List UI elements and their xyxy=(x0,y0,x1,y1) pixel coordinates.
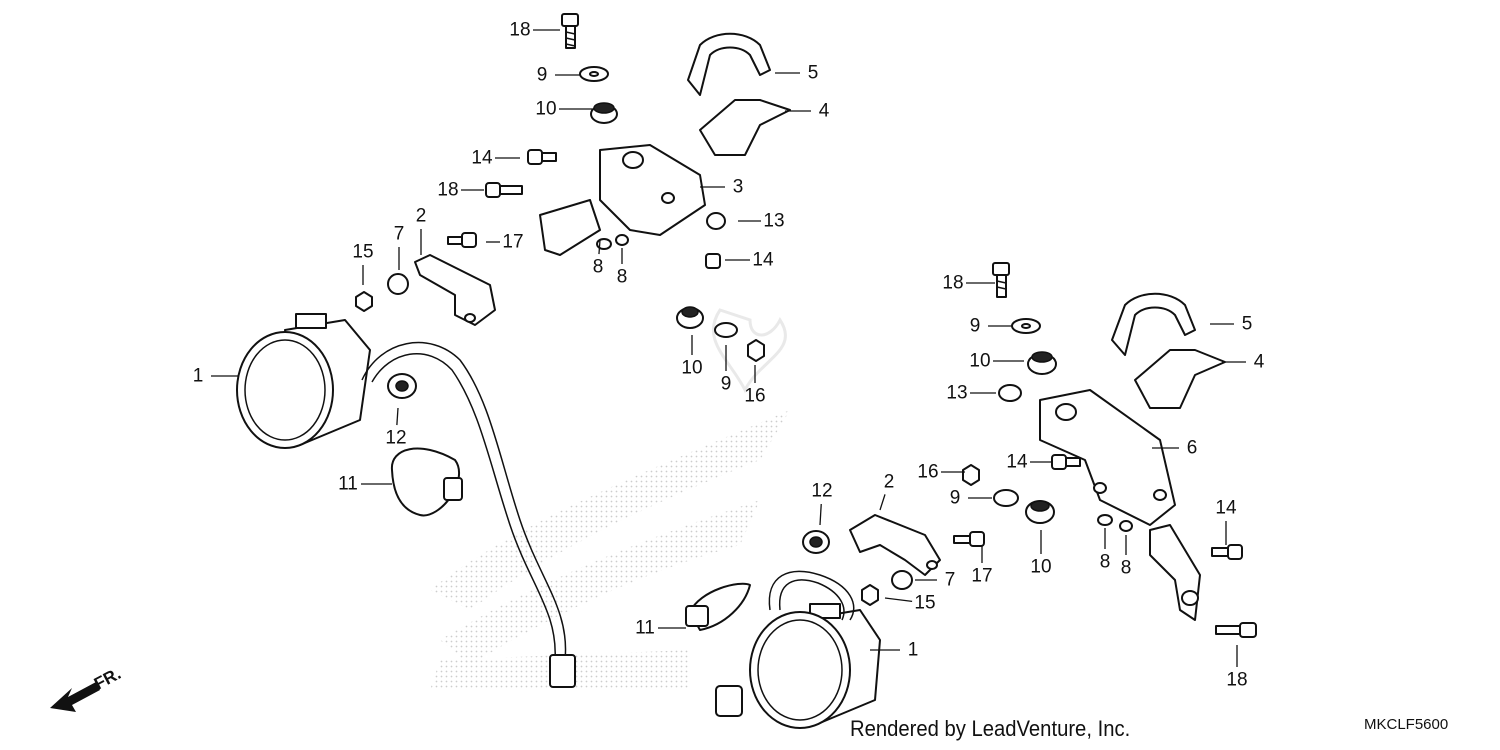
callout-number: 13 xyxy=(763,211,784,232)
callout-number: 8 xyxy=(1100,552,1111,573)
callout-number: 9 xyxy=(721,374,732,395)
callout-number: 11 xyxy=(635,618,655,639)
callout-number: 14 xyxy=(471,148,493,169)
collar-icon xyxy=(387,273,409,295)
fog-lamp-icon xyxy=(236,313,371,449)
screw-icon xyxy=(705,253,721,269)
callout-number: 11 xyxy=(338,474,358,495)
clamp-icon xyxy=(1111,292,1196,356)
callout-number: 7 xyxy=(394,224,405,245)
screw-icon xyxy=(1211,544,1243,560)
clip-icon xyxy=(387,373,417,399)
callout-number: 15 xyxy=(352,242,373,263)
leader-lines xyxy=(211,29,1246,667)
callout-number: 14 xyxy=(752,250,774,271)
callout-number: 8 xyxy=(593,257,604,278)
screw-icon xyxy=(1051,454,1081,470)
callout-number: 4 xyxy=(1254,352,1265,373)
callout-number: 1 xyxy=(193,366,204,387)
callout-number: 18 xyxy=(437,180,458,201)
callout-number: 16 xyxy=(917,462,938,483)
collar-icon xyxy=(891,570,913,590)
leader-line xyxy=(396,407,399,426)
band-icon xyxy=(390,447,463,517)
leader-line xyxy=(884,597,913,603)
watermark xyxy=(430,308,790,690)
leader-line xyxy=(819,503,822,526)
callout-number: 9 xyxy=(970,316,981,337)
front-arrow-icon: FR. xyxy=(50,664,124,712)
grommet-icon xyxy=(1027,351,1057,375)
callout-number: 7 xyxy=(945,570,956,591)
credit-text: Rendered by LeadVenture, Inc. xyxy=(850,716,1131,741)
callout-number: 10 xyxy=(1030,557,1051,578)
callout-number: 13 xyxy=(946,383,967,404)
callout-number: 9 xyxy=(537,65,548,86)
washer-icon xyxy=(993,489,1019,507)
callout-number: 5 xyxy=(1242,314,1253,335)
callout-number: 8 xyxy=(1121,558,1132,579)
callout-number: 4 xyxy=(819,101,830,122)
wire-harness-icon xyxy=(768,570,855,621)
callout-number: 8 xyxy=(617,267,628,288)
clip-icon xyxy=(802,530,830,554)
callout-number: 12 xyxy=(811,481,832,502)
clamp-icon xyxy=(687,32,771,96)
grommet-icon xyxy=(676,306,704,329)
upper-left-assembly xyxy=(236,13,791,688)
callout-number: 17 xyxy=(971,566,992,587)
bolt-icon xyxy=(1215,622,1257,638)
callout-number: 10 xyxy=(681,358,702,379)
washer-icon xyxy=(998,384,1022,402)
callout-number: 10 xyxy=(969,351,990,372)
callout-number: 18 xyxy=(509,20,530,41)
callout-number: 12 xyxy=(385,428,406,449)
bolt-icon xyxy=(992,262,1010,298)
bracket-icon xyxy=(1039,389,1176,526)
washer-icon xyxy=(714,322,738,338)
fog-lamp-icon xyxy=(715,603,881,729)
nut-icon xyxy=(962,464,980,486)
grommet-icon xyxy=(590,102,618,124)
callout-number: 3 xyxy=(733,177,744,198)
bracket-icon xyxy=(599,144,706,236)
callout-number: 16 xyxy=(744,386,765,407)
callout-number: 14 xyxy=(1006,452,1028,473)
screw-icon xyxy=(447,232,477,248)
leader-line xyxy=(598,239,601,255)
band-icon xyxy=(685,582,751,631)
callout-number: 14 xyxy=(1215,498,1237,519)
callout-number: 18 xyxy=(1226,670,1247,691)
callout-number: 18 xyxy=(942,273,963,294)
callout-number: 9 xyxy=(950,488,961,509)
nut-icon xyxy=(861,584,879,606)
callout-number: 15 xyxy=(914,593,935,614)
nut-icon xyxy=(355,291,373,312)
screw-icon xyxy=(953,531,985,547)
callout-number: 10 xyxy=(535,99,556,120)
grommet-icon xyxy=(1025,500,1055,524)
nut-icon xyxy=(747,339,765,362)
callout-number: 2 xyxy=(884,472,895,493)
leader-line xyxy=(879,494,886,511)
callout-number: 5 xyxy=(808,63,819,84)
lower-right-assembly xyxy=(685,262,1257,729)
diagram-code: MKCLF5600 xyxy=(1364,716,1449,733)
wire-harness-icon xyxy=(361,341,567,661)
callout-number: 6 xyxy=(1187,438,1198,459)
screw-icon xyxy=(485,182,523,198)
bolt-icon xyxy=(561,13,579,49)
callout-number: 17 xyxy=(502,232,523,253)
connector-icon xyxy=(549,654,576,688)
callout-number: 1 xyxy=(908,640,919,661)
callout-number: 2 xyxy=(416,206,427,227)
screw-icon xyxy=(527,149,557,165)
